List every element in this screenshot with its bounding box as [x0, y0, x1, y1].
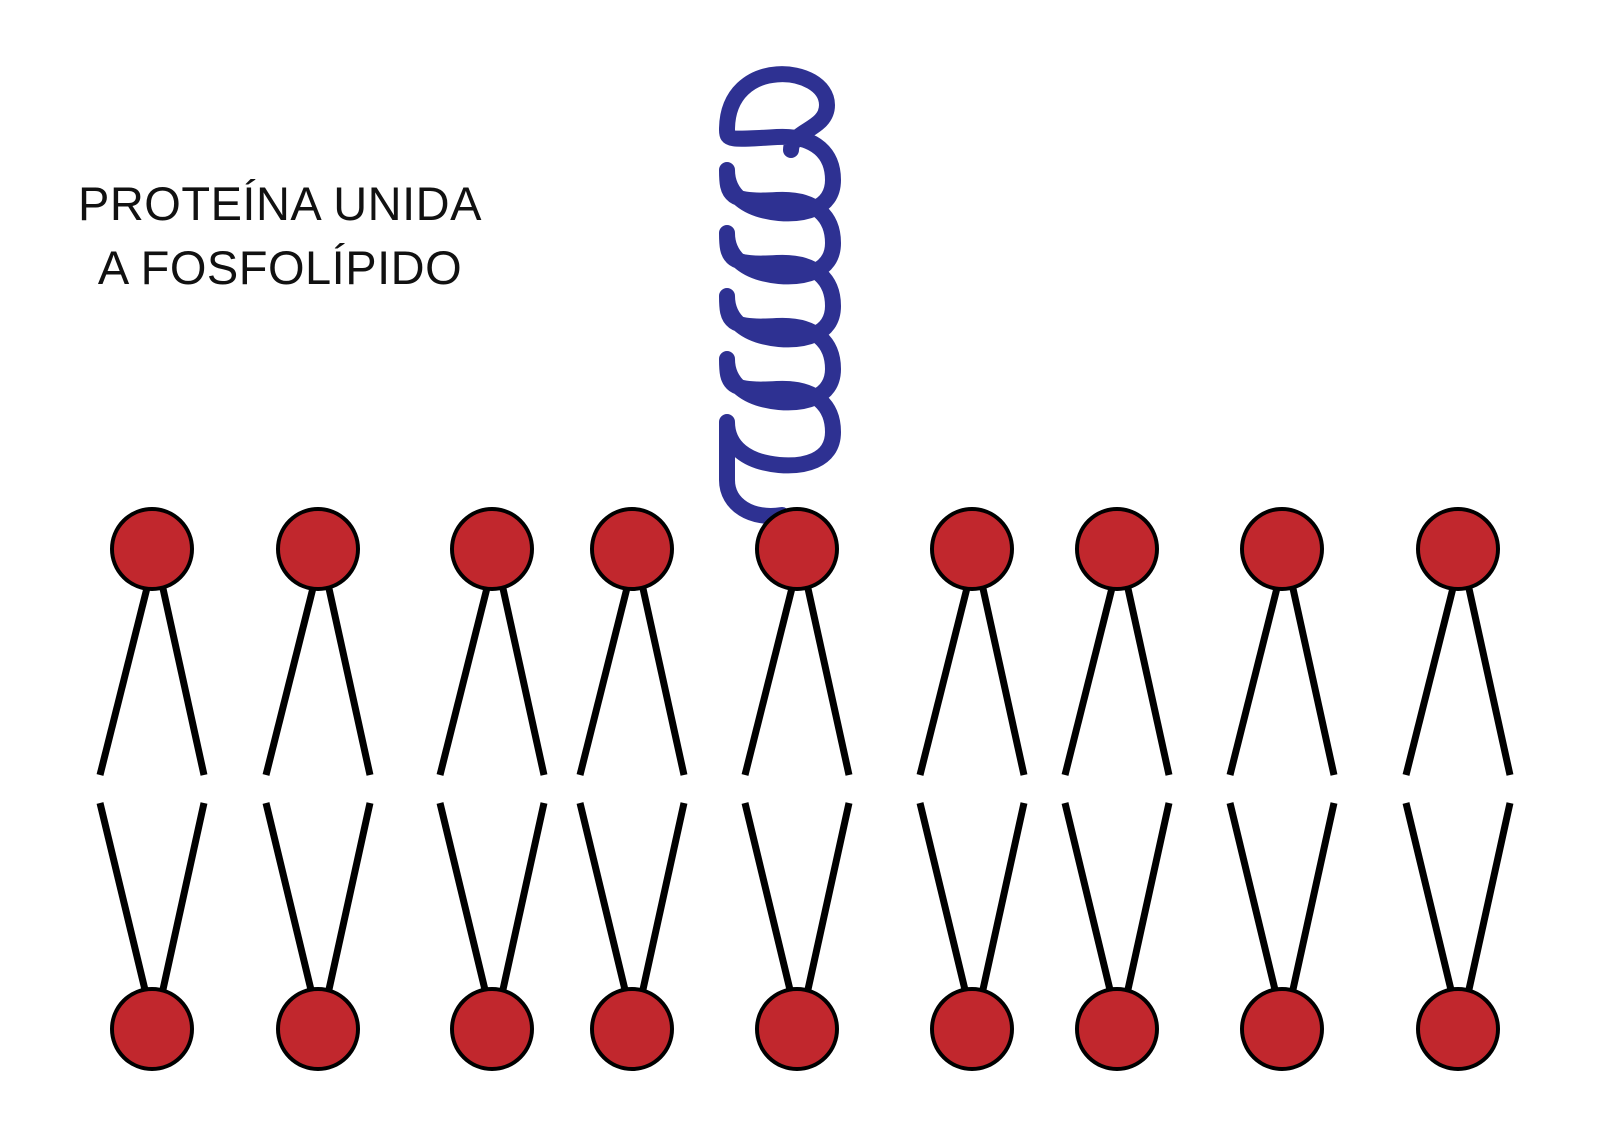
lipid-tail	[576, 583, 632, 776]
lipid-tail	[436, 583, 492, 776]
lipid-tail	[803, 802, 853, 995]
lipid-tail	[638, 583, 688, 776]
lipid-tail	[158, 802, 208, 995]
phospholipid-head-bottom	[450, 987, 534, 1071]
lipid-tail	[1123, 583, 1173, 776]
lipid-tail	[1226, 802, 1280, 995]
lipid-tail	[262, 583, 318, 776]
lipid-tail	[498, 583, 548, 776]
protein-helix-path	[719, 66, 841, 524]
phospholipid-head-top	[1075, 507, 1159, 591]
phospholipid-head-top	[276, 507, 360, 591]
lipid-tail	[96, 583, 152, 776]
phospholipid-head-top	[1240, 507, 1324, 591]
lipid-tail	[158, 583, 208, 776]
lipid-tail	[1226, 583, 1282, 776]
phospholipid-head-top	[450, 507, 534, 591]
phospholipid-head-bottom	[1240, 987, 1324, 1071]
lipid-tail	[324, 802, 374, 995]
phospholipid-head-bottom	[1075, 987, 1159, 1071]
diagram-label: PROTEÍNA UNIDA A FOSFOLÍPIDO	[60, 172, 500, 300]
phospholipid-head-bottom	[276, 987, 360, 1071]
phospholipid-head-top	[110, 507, 194, 591]
phospholipid-head-top	[1416, 507, 1500, 591]
lipid-tail	[1402, 583, 1458, 776]
lipid-tail	[498, 802, 548, 995]
phospholipid-head-bottom	[590, 987, 674, 1071]
lipid-tail	[324, 583, 374, 776]
label-line-2: A FOSFOLÍPIDO	[97, 241, 463, 294]
lipid-tail	[1061, 802, 1115, 995]
lipid-tail	[576, 802, 630, 995]
phospholipid-head-top	[930, 507, 1014, 591]
lipid-tail	[803, 583, 853, 776]
phospholipid-head-bottom	[1416, 987, 1500, 1071]
label-line-1: PROTEÍNA UNIDA	[78, 177, 482, 230]
lipid-tail	[978, 583, 1028, 776]
lipid-tail	[262, 802, 316, 995]
lipid-tail	[1464, 583, 1514, 776]
lipid-heads	[110, 507, 1500, 1071]
lipid-tail	[1288, 802, 1338, 995]
lipid-tails	[96, 583, 1514, 995]
lipid-tail	[978, 802, 1028, 995]
lipid-tail	[638, 802, 688, 995]
lipid-tail	[1061, 583, 1117, 776]
lipid-tail	[916, 583, 972, 776]
lipid-tail	[741, 583, 797, 776]
phospholipid-head-bottom	[930, 987, 1014, 1071]
lipid-tail	[1123, 802, 1173, 995]
phospholipid-head-top	[590, 507, 674, 591]
lipid-tail	[1402, 802, 1456, 995]
lipid-tail	[96, 802, 150, 995]
phospholipid-head-bottom	[110, 987, 194, 1071]
phospholipid-head-top	[755, 507, 839, 591]
lipid-tail	[436, 802, 490, 995]
phospholipid-head-bottom	[755, 987, 839, 1071]
protein-helix	[719, 66, 841, 524]
lipid-tail	[916, 802, 970, 995]
lipid-tail	[1464, 802, 1514, 995]
lipid-tail	[1288, 583, 1338, 776]
lipid-tail	[741, 802, 795, 995]
